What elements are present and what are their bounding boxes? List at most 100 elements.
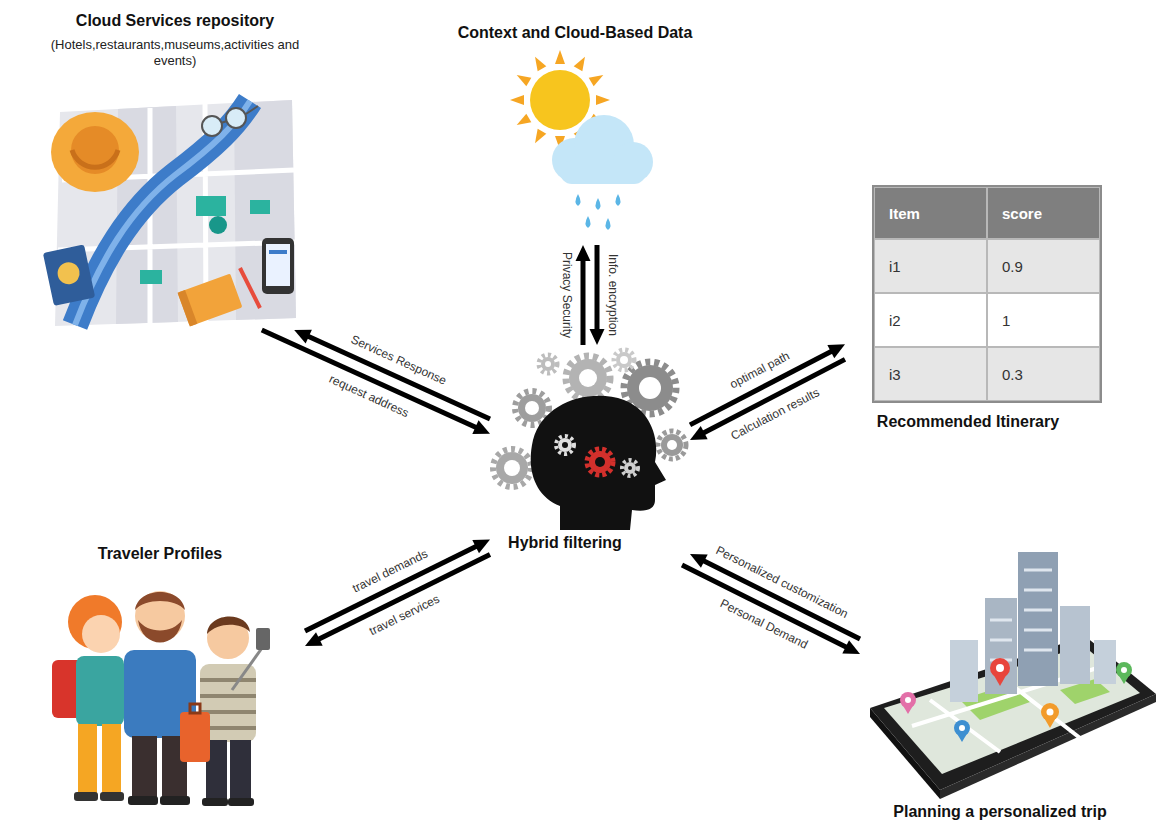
travelers-illustration-part xyxy=(102,724,121,794)
weather-illustration-part xyxy=(530,70,590,130)
head-gears-illustration-part xyxy=(614,350,634,370)
head-gears-illustration-part-part xyxy=(518,394,546,422)
head-gears-illustration-part-part xyxy=(624,462,636,474)
node-title: Traveler Profiles xyxy=(98,544,223,563)
map-illustration-part xyxy=(234,100,296,320)
city-phone-illustration-part xyxy=(950,640,978,702)
node-title: Planning a personalized trip xyxy=(893,802,1106,821)
weather-illustration-part-part xyxy=(514,71,531,87)
table-cell: 1 xyxy=(987,293,1100,347)
head-gears-illustration-part-part xyxy=(627,365,673,411)
edge-label: Privacy Security xyxy=(560,252,574,338)
city-phone-illustration-part xyxy=(990,658,1010,686)
connector-arrow xyxy=(590,245,605,345)
head-gears-illustration-part-part xyxy=(558,438,572,452)
city-phone-illustration-part xyxy=(1094,640,1116,684)
weather-illustration-part-part xyxy=(531,129,547,146)
city-phone-illustration xyxy=(870,552,1156,799)
weather-illustration-part-part xyxy=(596,95,610,105)
map-illustration-part xyxy=(71,126,119,174)
travelers-illustration-part xyxy=(74,792,98,801)
head-gears-illustration-part-part xyxy=(579,369,597,387)
weather-illustration-part-part xyxy=(510,95,524,105)
city-phone-illustration-part xyxy=(985,598,1017,694)
arrow-head xyxy=(576,245,591,261)
edge-label: Info. encryption xyxy=(606,254,620,336)
node-subtitle: (Hotels,restaurants,museums,activities a… xyxy=(50,37,300,69)
table-header-cell: Item xyxy=(874,187,987,239)
connector-line xyxy=(581,259,586,345)
connector-arrow xyxy=(262,330,490,434)
arrow-head xyxy=(590,329,605,345)
head-gears-illustration-part xyxy=(658,431,686,459)
city-phone-illustration-part-part xyxy=(1121,667,1127,673)
map-illustration-part xyxy=(51,112,139,192)
head-gears-illustration-part xyxy=(556,436,574,454)
head-gears-illustration-part-part xyxy=(496,452,528,484)
node-box: Recommended ItineraryItemscorei10.9i21i3… xyxy=(845,183,1110,438)
travelers-illustration xyxy=(52,591,270,806)
travelers-illustration-part xyxy=(132,736,157,798)
map-illustration-part xyxy=(266,244,290,286)
head-gears-illustration-part xyxy=(539,355,557,373)
table-cell: i1 xyxy=(874,239,987,293)
map-illustration-part xyxy=(43,244,95,306)
weather-illustration-part xyxy=(552,115,653,184)
travelers-illustration-part xyxy=(138,620,182,643)
itinerary-table: Itemscorei10.9i21i30.3 xyxy=(872,185,1102,403)
travelers-illustration-part xyxy=(228,798,254,806)
travelers-illustration-part xyxy=(82,615,120,653)
city-phone-illustration-part xyxy=(1060,606,1090,684)
arrow-head xyxy=(472,540,490,554)
city-phone-illustration-part-part xyxy=(992,672,1008,686)
table-cell: 0.9 xyxy=(987,239,1100,293)
arrow-head xyxy=(827,344,845,358)
city-phone-illustration-part xyxy=(900,692,916,714)
head-gears-illustration-part-part xyxy=(587,449,613,475)
city-phone-illustration-part-part xyxy=(996,664,1004,672)
travelers-illustration-part xyxy=(256,628,270,650)
head-gears-illustration-part-part xyxy=(566,356,610,400)
head-gears-illustration-part-part xyxy=(562,442,568,448)
travelers-illustration-part xyxy=(160,796,190,805)
table-cell: i2 xyxy=(874,293,987,347)
map-illustration-part xyxy=(262,238,294,294)
arrow-head xyxy=(842,640,860,654)
weather-illustration-part xyxy=(576,194,621,230)
map-illustration-part-part xyxy=(226,108,246,128)
head-gears-illustration-part xyxy=(566,356,610,400)
node-box: Context and Cloud-Based Data xyxy=(420,20,740,245)
head-gears-illustration-part-part xyxy=(595,457,605,467)
travelers-illustration-part xyxy=(76,656,124,726)
connector-line xyxy=(262,330,477,428)
map-illustration-part xyxy=(178,274,243,327)
arrow-head xyxy=(294,330,312,344)
head-gears-illustration xyxy=(493,350,686,530)
head-gears-illustration-part-part xyxy=(569,359,607,397)
travelers-illustration-part xyxy=(180,712,210,762)
city-phone-illustration-part xyxy=(990,570,1052,660)
travelers-illustration-part xyxy=(78,724,97,794)
head-gears-illustration-part-part xyxy=(556,436,574,454)
weather-illustration-part-part xyxy=(586,216,591,228)
head-gears-illustration-part-part xyxy=(504,460,520,476)
weather-illustration-part-part xyxy=(616,194,621,206)
table-cell: i3 xyxy=(874,347,987,401)
travelers-illustration-part xyxy=(190,704,200,713)
node-box: Planning a personalized trip xyxy=(860,543,1156,823)
head-gears-illustration-part xyxy=(587,449,613,475)
weather-illustration xyxy=(510,50,653,230)
head-gears-illustration-part-part xyxy=(614,350,634,370)
travelers-illustration-part xyxy=(128,796,158,805)
map-illustration-part xyxy=(221,106,258,123)
head-gears-illustration-part-part xyxy=(541,357,555,371)
head-gears-illustration-part-part xyxy=(622,460,638,476)
head-gears-illustration-part-part xyxy=(545,361,551,367)
city-phone-illustration-part-part xyxy=(1047,709,1054,716)
map-illustration-part xyxy=(72,150,118,167)
city-phone-illustration-part xyxy=(1018,552,1058,686)
node-title: Context and Cloud-Based Data xyxy=(458,23,693,42)
head-gears-illustration-part xyxy=(493,449,531,487)
